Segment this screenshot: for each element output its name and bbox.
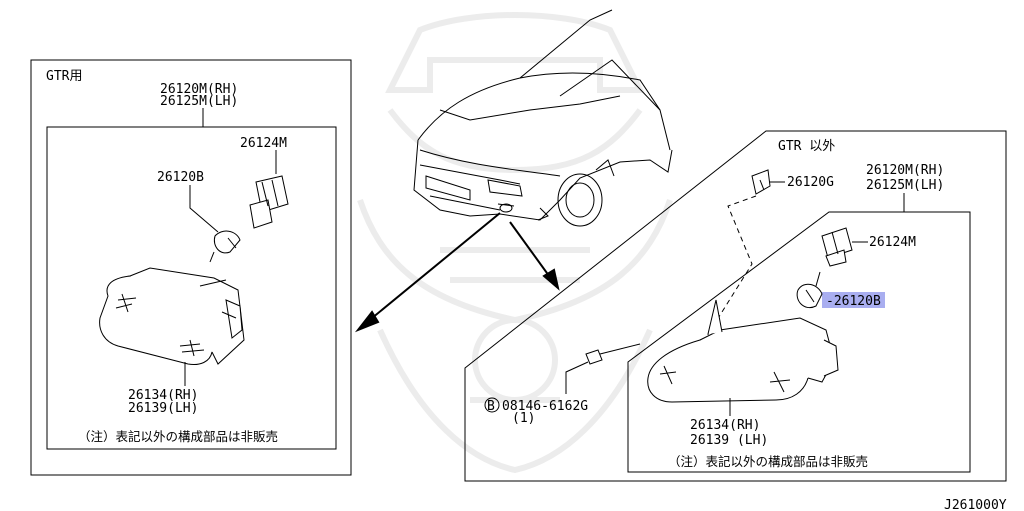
pointer-arrows [354,212,560,333]
right-socket-drawing-icon [821,227,853,267]
left-bulb-label: 26120B [157,170,204,185]
right-note-text: （注）表記以外の構成部品は非販売 [668,454,868,469]
right-fog-lamp-drawing-icon [647,299,839,403]
bolt-marker-letter: B [487,399,495,414]
right-bolt-qty-label: (1) [512,411,535,426]
left-assembly-rh-label: 26120M(RH) [160,82,238,97]
right-clip-label: 26120G [787,175,834,190]
left-assembly-lh-label: 26125M(LH) [160,94,238,109]
right-bulb-label: -26120B [826,294,881,309]
right-bolt-drawing-icon [585,343,641,365]
diagram-code: J261000Y [944,498,1007,511]
watermark-emblem-icon [357,12,673,474]
left-group-label: GTR用 [46,69,82,84]
left-note-text: （注）表記以外の構成部品は非販売 [78,429,278,444]
right-socket-label: 26124M [869,235,916,250]
bolt-marker-circle [484,397,500,413]
right-lens-lh-label: 26139 (LH) [690,433,768,448]
left-lens-rh-label: 26134(RH) [128,388,198,403]
left-socket-drawing-icon [249,175,289,229]
right-lens-rh-label: 26134(RH) [690,418,760,433]
car-illustration-icon [413,9,673,227]
right-clip-drawing-icon [751,169,771,195]
right-assembly-rh-label: 26120M(RH) [866,163,944,178]
left-fog-lamp-drawing-icon [99,267,245,365]
right-bulb-drawing-icon [796,271,823,308]
left-panel: GTR用 26120M(RH) 26125M(LH) 26124M 26120B [30,59,352,476]
right-group-label: GTR 以外 [778,139,835,154]
right-panel: GTR 以外 26120G 26120M(RH) 26125M(LH) 2612… [464,130,1007,482]
left-socket-label: 26124M [240,136,287,151]
right-bolt-label: 08146-6162G [502,399,588,414]
left-bulb-drawing-icon [209,230,241,263]
left-lens-lh-label: 26139(LH) [128,401,198,416]
bulb-label-highlight [822,292,885,308]
right-assembly-lh-label: 26125M(LH) [866,178,944,193]
